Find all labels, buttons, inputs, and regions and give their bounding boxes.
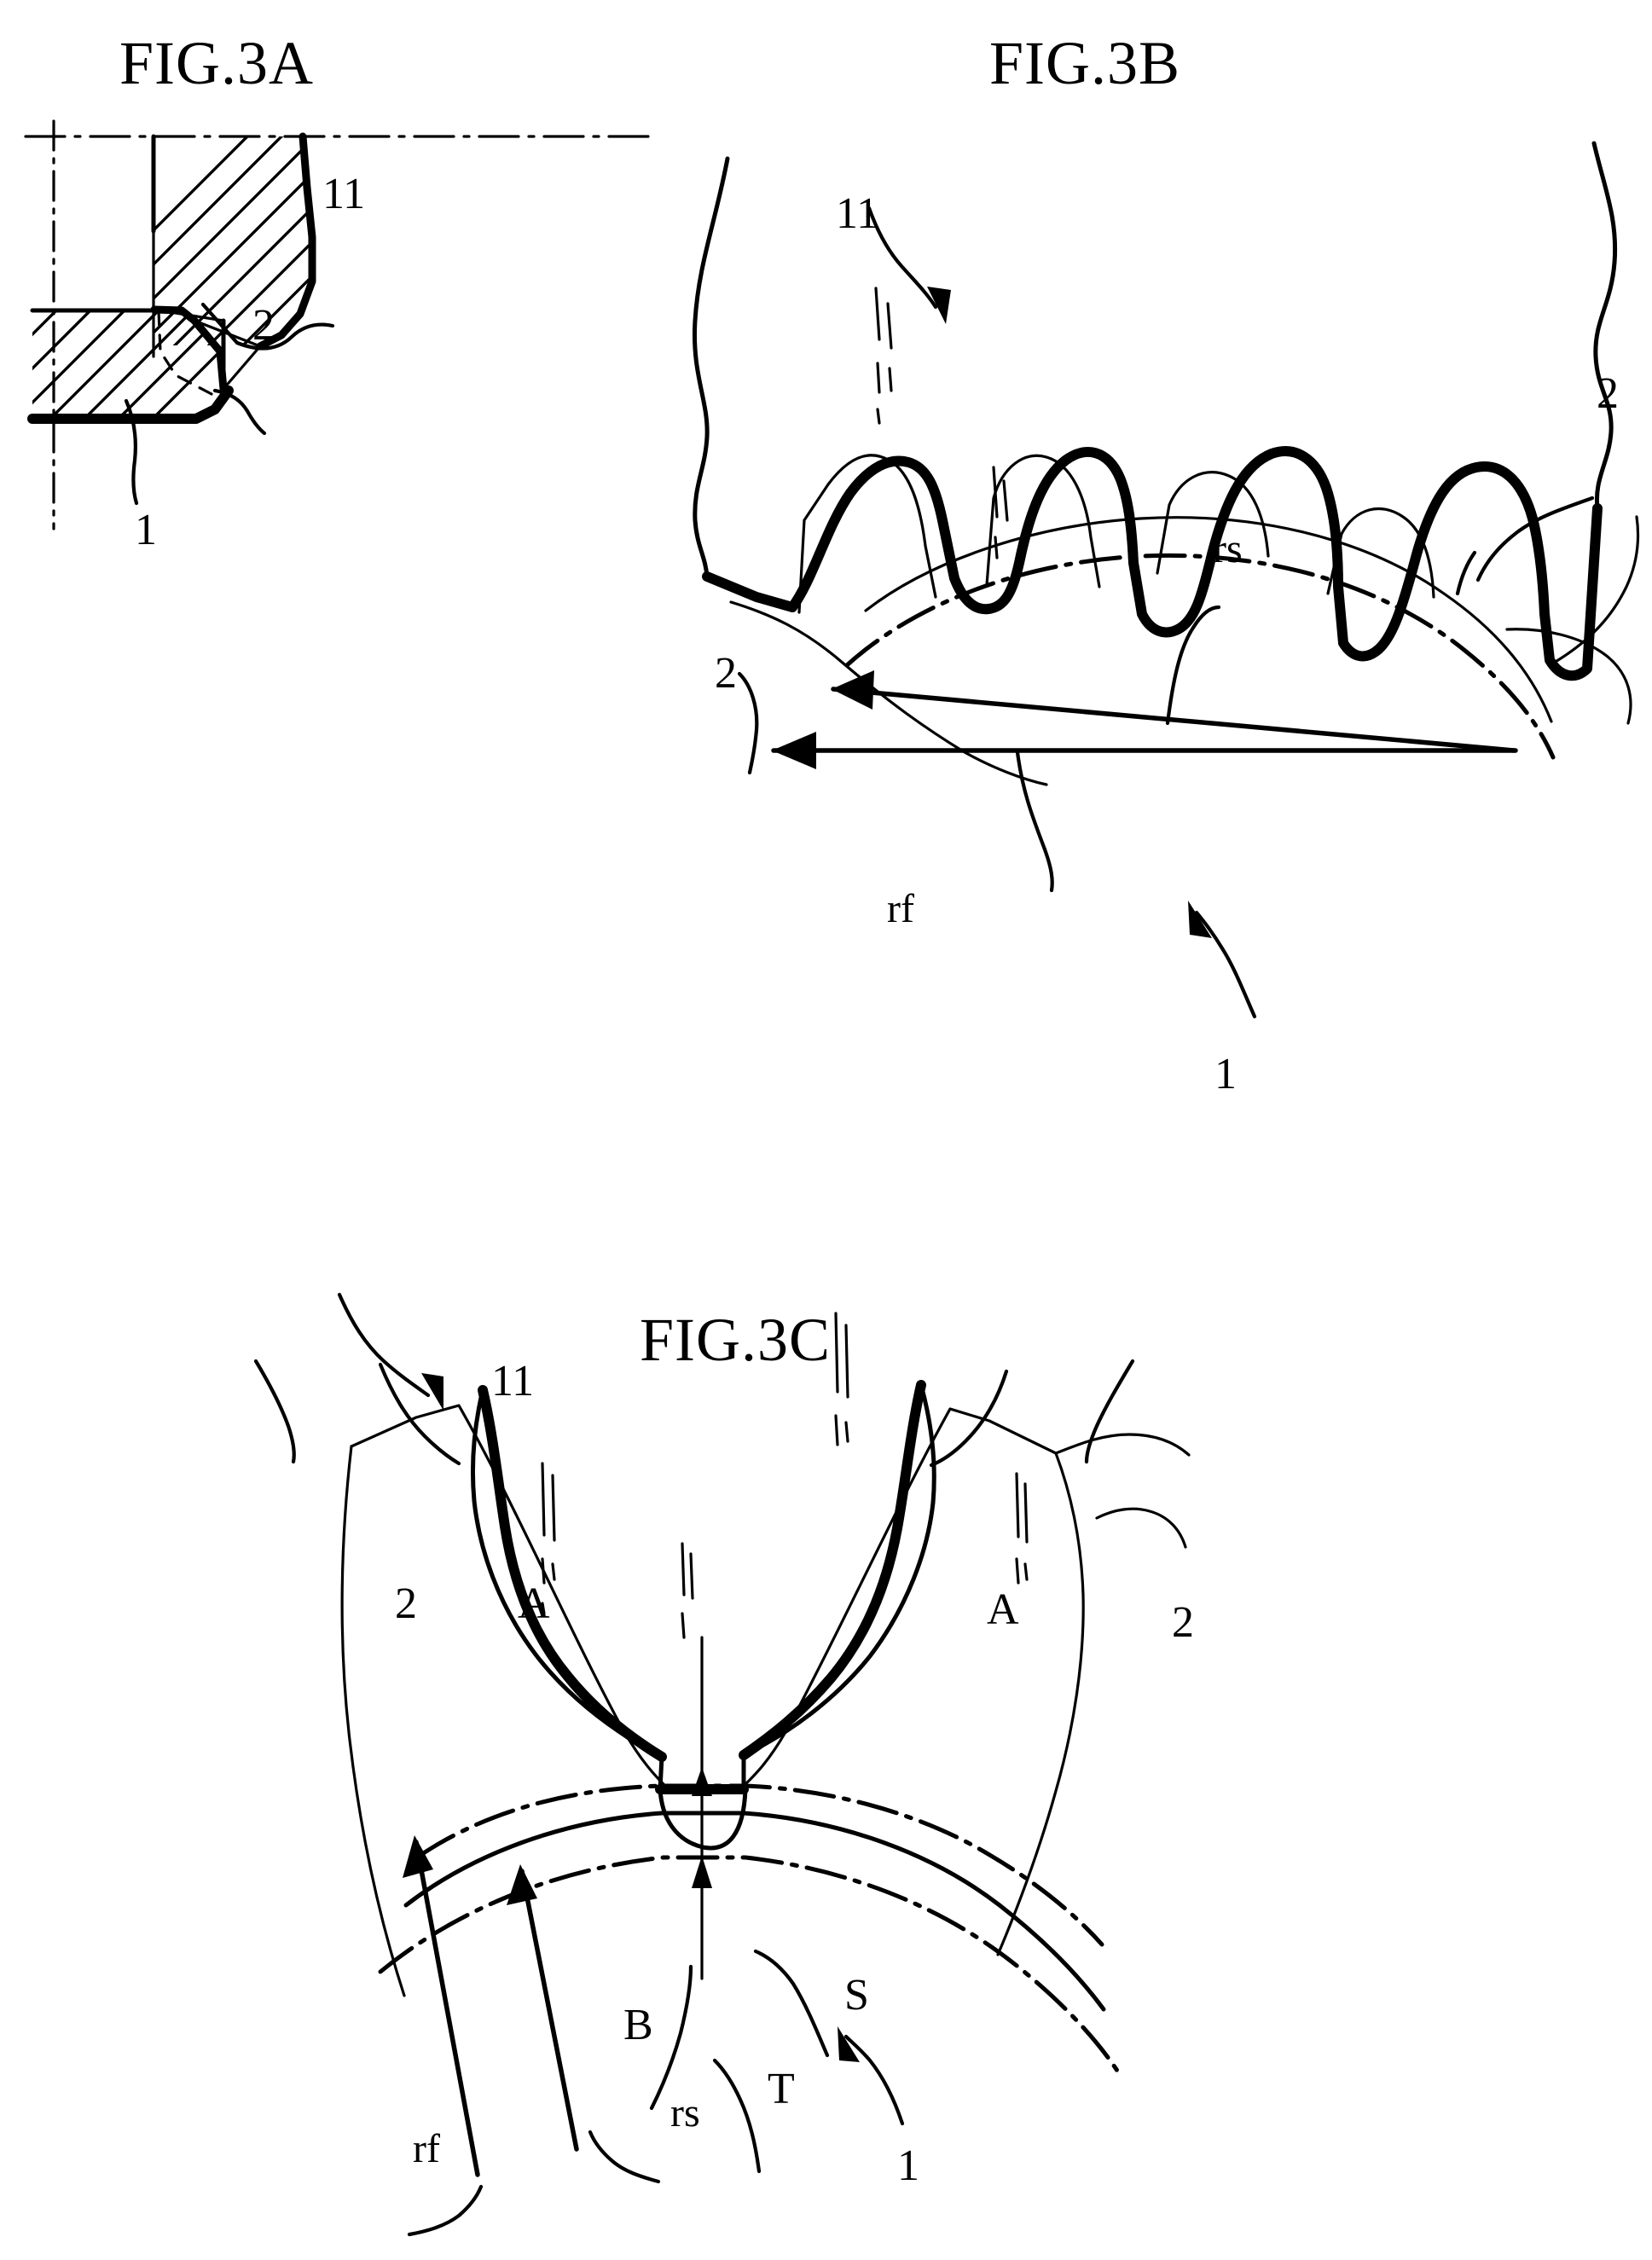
callout-3b-2-right: 2: [1597, 369, 1619, 418]
leader-line-2-left: [737, 671, 759, 775]
upper-body-outer-curve: [256, 132, 316, 351]
inner-tooth-right-break2: [1095, 1507, 1187, 1549]
outer-tooth-left-flank-inner: [470, 1388, 663, 1759]
callout-3c-B: B: [623, 2001, 653, 2049]
inner-tooth-3: [1156, 471, 1270, 575]
inner-gear-break-left: [729, 600, 1048, 786]
callout-3c-2-right: 2: [1172, 1598, 1194, 1647]
ring-gear-break-left: [692, 156, 730, 579]
inner-tooth-left-upper: [350, 1404, 670, 1791]
leader-line-A-left: [378, 1362, 461, 1466]
inner-gear-root-dashdot: [844, 553, 1556, 760]
figure-3b-drawing: [692, 141, 1640, 1019]
leader-line-B: [649, 1964, 693, 2111]
break-hatch-marks: [874, 287, 1009, 559]
callout-3b-2-left: 2: [715, 649, 737, 698]
inner-tooth-right-outline: [996, 1452, 1085, 1956]
callout-3c-T: T: [768, 2065, 795, 2113]
callout-3c-11: 11: [491, 1357, 535, 1405]
outer-tooth-right-flank: [739, 1380, 926, 1760]
callout-3a-2: 2: [252, 301, 275, 350]
leader-line-1: [1194, 910, 1257, 1019]
inner-tooth-2: [985, 454, 1101, 588]
outer-tooth-right-flank-inner: [741, 1382, 936, 1758]
ring-gear-break-right: [1591, 141, 1618, 511]
root-circle-dashdot-upper: [417, 1783, 1104, 1947]
figure-title-3c: FIG.3C: [640, 1306, 832, 1374]
inner-tooth-right-upper: [739, 1407, 1058, 1791]
lower-body-bottom-edge: [27, 385, 234, 424]
radius-arrow-rf-head: [403, 1835, 433, 1878]
radius-arrow-rf-line: [414, 1840, 480, 2177]
leader-line-2-right: [1084, 1359, 1135, 1464]
leader-line-A-right: [929, 1369, 1009, 1468]
inner-gear-tip-arc: [864, 516, 1553, 723]
inner-tooth-left-outline: [340, 1445, 406, 1997]
leader-line-rs: [1165, 605, 1221, 726]
chamfer-to-curve: [222, 345, 262, 391]
chamfer-top-face: [153, 308, 225, 322]
leader-line-2-right: [1475, 495, 1595, 582]
callout-3c-2-left: 2: [395, 1579, 417, 1628]
leader-line-11: [867, 206, 938, 310]
callout-3b-rf: rf: [887, 886, 914, 931]
leader-line-11: [337, 1292, 431, 1398]
arrowhead-11: [927, 287, 951, 324]
callout-3b-11: 11: [836, 189, 879, 238]
arrowhead-11: [421, 1373, 443, 1411]
leader-line-11: [235, 322, 335, 351]
callout-3b-rs: rs: [1213, 526, 1243, 571]
inner-tooth-right-break: [1054, 1433, 1191, 1457]
callout-3c-1: 1: [897, 2141, 919, 2190]
root-left-edge: [658, 1754, 664, 1792]
leader-line-2: [212, 388, 267, 436]
figure-3c-drawing: [253, 1292, 1191, 2237]
figure-3a-drawing: [24, 119, 650, 530]
arrowhead-1: [838, 2026, 860, 2062]
callout-3a-11: 11: [322, 170, 366, 218]
callout-3c-rf: rf: [413, 2126, 440, 2171]
break-hatch-marks: [541, 1312, 1029, 1639]
figure-title-3a: FIG.3A: [119, 29, 315, 97]
outer-gear-tooth-profile: [702, 446, 1603, 681]
leader-line-1: [843, 2034, 905, 2126]
arrowhead-T-lower: [692, 1856, 712, 1888]
inner-gear-break-right-2: [1505, 628, 1632, 725]
callout-3c-S: S: [844, 1971, 869, 2020]
leader-line-S: [753, 1949, 830, 2058]
radius-arrow-rs-line: [831, 687, 1516, 753]
arrowhead-1: [1188, 901, 1212, 938]
radius-arrow-rs-head: [832, 670, 874, 710]
radius-arrow-rs-head: [507, 1864, 537, 1905]
leader-line-rf: [1015, 750, 1054, 893]
leader-line-rs: [588, 2130, 661, 2184]
radius-arrow-rs-line: [519, 1869, 579, 2152]
leader-line-T: [712, 2058, 762, 2174]
leader-tick-11: [200, 302, 240, 345]
inner-gear-break-right: [1548, 515, 1640, 667]
root-circle-solid: [403, 1811, 1106, 2012]
callout-3c-A-left: A: [518, 1579, 550, 1628]
outer-tooth-left-flank: [478, 1385, 667, 1762]
leader-line-1: [124, 398, 139, 506]
leader-tick-2-right: [1455, 550, 1477, 596]
callout-3c-rs: rs: [670, 2090, 700, 2135]
hidden-edge-dashed: [157, 310, 213, 396]
arrowhead-T-upper: [692, 1767, 712, 1796]
callout-3a-1: 1: [135, 506, 157, 554]
inner-tooth-1: [797, 454, 937, 614]
figure-title-3b: FIG.3B: [989, 29, 1181, 97]
callout-3b-1: 1: [1214, 1050, 1237, 1098]
inner-tooth-4: [1326, 507, 1435, 599]
root-circle-dashdot-lower: [378, 1855, 1120, 2073]
leader-line-2-left: [253, 1359, 296, 1464]
radius-arrow-rf-head: [772, 732, 816, 769]
callout-3c-A-right: A: [987, 1585, 1019, 1634]
leader-line-rf: [407, 2184, 484, 2237]
